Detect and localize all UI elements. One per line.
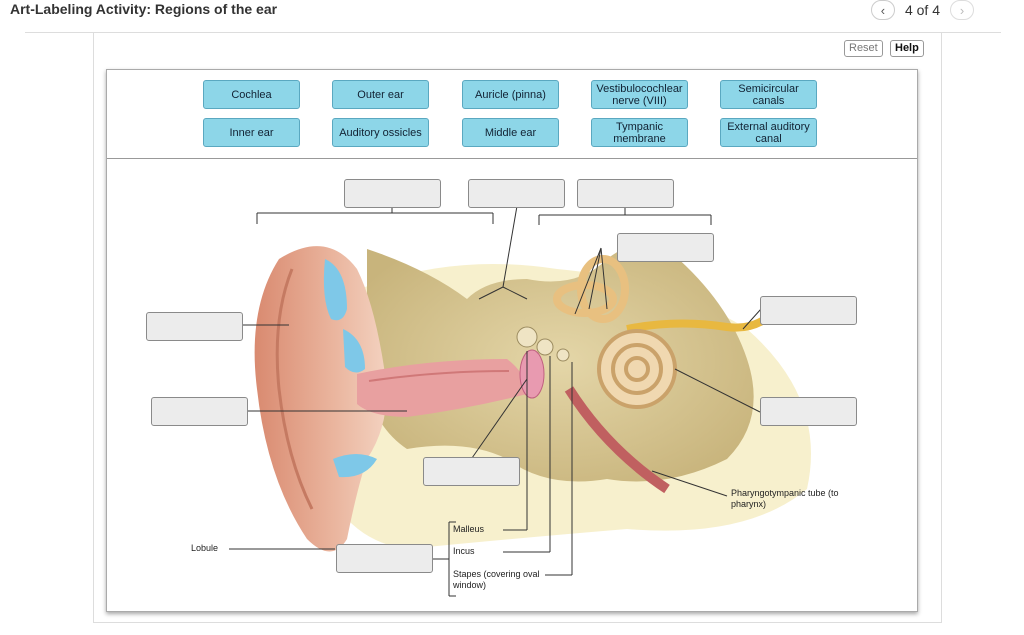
stapes-shape xyxy=(556,348,570,362)
header-divider xyxy=(25,32,1001,33)
drop-zone-vestibulocochlear-nerve[interactable] xyxy=(760,296,857,325)
semicircular-canal-2 xyxy=(553,281,617,317)
help-button[interactable]: Help xyxy=(890,40,924,57)
activity-panel: Reset Help Cochlea Outer ear Auricle (pi… xyxy=(93,33,942,623)
header: Art-Labeling Activity: Regions of the ea… xyxy=(0,0,1024,32)
previous-button[interactable]: ‹ xyxy=(870,0,895,20)
cochlea-spiral-2 xyxy=(624,356,650,382)
pager: ‹ 4 of 4 › xyxy=(870,0,974,20)
label-chip-tympanic-membrane[interactable]: Tympanic membrane xyxy=(591,118,688,147)
temporal-bone xyxy=(367,241,754,482)
label-incus: Incus xyxy=(453,546,475,556)
label-malleus: Malleus xyxy=(453,524,485,534)
chevron-left-icon: ‹ xyxy=(880,2,886,18)
malleus-shape xyxy=(516,326,538,348)
label-pharyngotympanic-tube: Pharyngotympanic tube (to pharynx) xyxy=(731,488,839,509)
drop-zone-semicircular-canals[interactable] xyxy=(617,233,714,262)
label-chip-cochlea[interactable]: Cochlea xyxy=(203,80,300,109)
tympanic-membrane-shape xyxy=(519,349,545,399)
cartilage-middle xyxy=(343,329,365,373)
helix-fold xyxy=(275,268,314,510)
label-chip-middle-ear[interactable]: Middle ear xyxy=(462,118,559,147)
incus-shape xyxy=(536,338,554,356)
label-stapes: Stapes (covering oval window) xyxy=(453,569,540,590)
drop-zone-auditory-ossicles[interactable] xyxy=(336,544,433,573)
drop-zone-cochlea[interactable] xyxy=(760,397,857,426)
label-chip-outer-ear[interactable]: Outer ear xyxy=(332,80,429,109)
drop-zone-tympanic-membrane[interactable] xyxy=(423,457,520,486)
reset-button[interactable]: Reset xyxy=(844,40,883,57)
cartilage-upper xyxy=(323,259,347,321)
cochlea-shape xyxy=(597,329,677,409)
drop-zone-auricle[interactable] xyxy=(146,312,243,341)
pharyngotympanic-tube-shape xyxy=(564,386,670,494)
label-chip-external-auditory-canal[interactable]: External auditory canal xyxy=(720,118,817,147)
canal-wall xyxy=(368,370,510,382)
drop-zone-inner-ear[interactable] xyxy=(577,179,674,208)
cartilage-lower xyxy=(333,454,377,478)
drop-zone-middle-ear[interactable] xyxy=(468,179,565,208)
leader-lines xyxy=(229,205,762,597)
label-chip-vestibulocochlear-nerve[interactable]: Vestibulocochlear nerve (VIII) xyxy=(591,80,688,109)
page-indicator: 4 of 4 xyxy=(904,2,940,18)
label-chip-auditory-ossicles[interactable]: Auditory ossicles xyxy=(332,118,429,147)
ear-illustration xyxy=(229,205,811,597)
label-bank: Cochlea Outer ear Auricle (pinna) Vestib… xyxy=(107,70,917,159)
ear-canal xyxy=(357,359,527,417)
next-button[interactable]: › xyxy=(950,0,974,20)
page-title: Art-Labeling Activity: Regions of the ea… xyxy=(10,1,278,17)
drop-zone-outer-ear[interactable] xyxy=(344,179,441,208)
chevron-right-icon: › xyxy=(959,2,965,18)
label-lobule: Lobule xyxy=(191,543,219,553)
labeling-board: Cochlea Outer ear Auricle (pinna) Vestib… xyxy=(106,69,918,612)
label-chip-semicircular-canals[interactable]: Semicircular canals xyxy=(720,80,817,109)
drop-zone-external-auditory-canal[interactable] xyxy=(151,397,248,426)
label-chip-inner-ear[interactable]: Inner ear xyxy=(203,118,300,147)
cochlea-spiral-1 xyxy=(611,343,663,395)
label-chip-auricle[interactable]: Auricle (pinna) xyxy=(462,80,559,109)
